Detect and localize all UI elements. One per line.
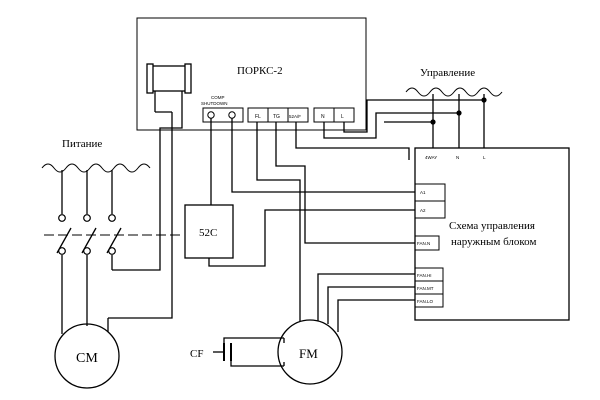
control-lines — [430, 94, 487, 148]
controller-box — [136, 17, 367, 131]
fan-mt-wire — [327, 286, 415, 324]
comp-shutdown-label-line1: COMP — [211, 95, 225, 100]
contactor-to-a2-wire — [208, 209, 415, 267]
terminal-fan-hi-label: FAN.HI — [417, 273, 432, 278]
capacitor-symbol — [213, 343, 232, 361]
fan-lo-wire — [337, 299, 415, 332]
capacitor-bottom-wire — [230, 361, 284, 367]
controller-n-wire — [323, 112, 459, 139]
board-l-label: L — [483, 155, 486, 160]
power-wavy-line — [41, 163, 151, 173]
terminal-n-label: N — [321, 114, 325, 120]
terminal-fan-n-label: FAN.N — [417, 241, 430, 246]
relay-coil-symbol — [146, 63, 192, 113]
control-wavy-line — [405, 87, 503, 97]
fan-hi-wire — [317, 273, 415, 322]
compressor-label: CM — [76, 351, 98, 366]
comp-to-a1-wire — [231, 118, 415, 193]
contactor-switches — [56, 227, 122, 310]
fan-terminal-block — [247, 107, 309, 123]
relay-feed-wire — [112, 112, 183, 271]
fl-wire — [256, 122, 301, 322]
capacitor-top-wire — [223, 337, 284, 343]
board-4way-label: 4WAY — [425, 155, 437, 160]
controller-title: ПОРКС-2 — [237, 65, 283, 77]
terminal-a1-label: A1 — [420, 190, 426, 195]
controller-l-wire — [343, 99, 484, 133]
comp-terminal-1 — [207, 111, 215, 119]
terminal-fl-label: FL — [255, 114, 261, 120]
board-n-label: N — [456, 155, 459, 160]
contactor-label: 52C — [199, 227, 217, 239]
fan-motor — [277, 319, 343, 385]
power-lines — [58, 170, 116, 222]
fan-n-terminal — [414, 235, 440, 251]
capacitor-label: CF — [190, 348, 203, 360]
board-title-line1: Схема управления — [449, 220, 535, 232]
52af-wire — [295, 122, 410, 160]
outdoor-control-board — [414, 147, 570, 321]
board-title-line2: наружным блоком — [451, 236, 536, 248]
tg-wire — [275, 122, 415, 244]
power-label: Питание — [62, 138, 102, 150]
terminal-tg-label: TG — [273, 114, 280, 120]
compressor-feed-wire — [108, 112, 173, 319]
comp-terminal-2 — [228, 111, 236, 119]
contactor-coil — [184, 204, 234, 259]
terminal-fan-lo-label: FAN.LO — [417, 299, 434, 304]
compressor-phase-wires — [61, 270, 109, 334]
terminal-fan-mt-label: FAN.MT — [417, 286, 434, 291]
comp-terminal-block — [202, 107, 244, 123]
fan-motor-label: FM — [299, 346, 318, 361]
comp-shutdown-label-line2: SHUTDOWN — [201, 101, 228, 106]
control-label: Управление — [420, 67, 475, 79]
terminal-l-label: L — [341, 114, 344, 120]
terminal-52af-label: 52A/F — [289, 114, 301, 119]
terminal-a2-label: A2 — [420, 208, 426, 213]
